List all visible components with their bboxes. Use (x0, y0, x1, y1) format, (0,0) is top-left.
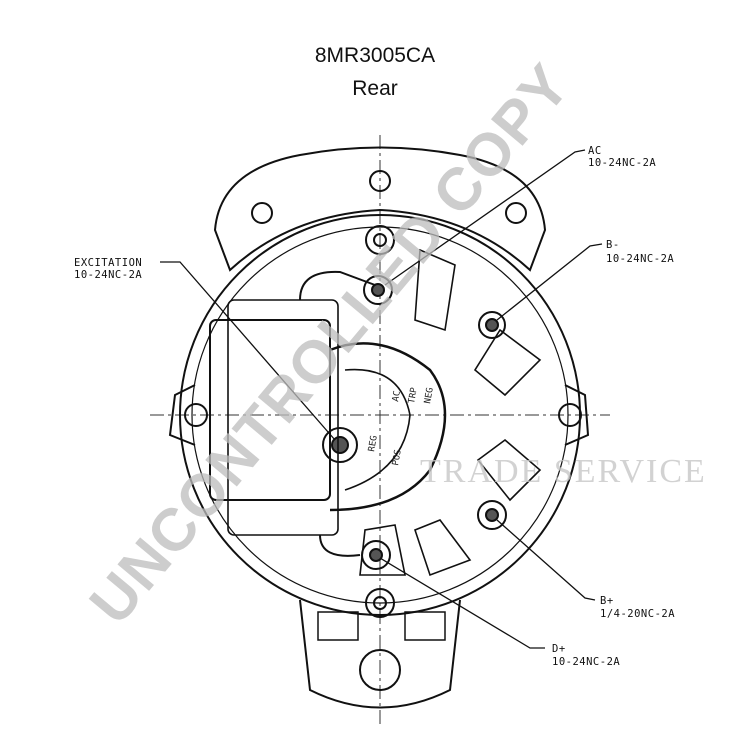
regulator-plate (227, 299, 339, 536)
regulator-marks: AC TRP NEG REG POS (367, 386, 436, 466)
vent-slots (359, 248, 542, 577)
callout-b-plus-spec: 1/4-20NC-2A (600, 608, 675, 620)
left-lug (168, 384, 196, 446)
brush-holder-arc (329, 342, 447, 512)
foot-boss-left (317, 611, 359, 641)
callout-ac-name: AC (588, 145, 602, 157)
mark-ac: AC (391, 390, 403, 402)
top-hole (369, 170, 391, 192)
lead-wire-bottom (319, 534, 361, 557)
callout-excitation-name: EXCITATION (74, 257, 142, 269)
terminal-bolts (322, 225, 507, 618)
brush-holder-inner-arc (344, 368, 411, 491)
diagram-subtitle: Rear (352, 77, 398, 100)
right-lug-hole (558, 403, 582, 427)
foot-boss-right (404, 611, 446, 641)
mark-pos: POS (391, 449, 404, 467)
callout-b-minus-name: B- (606, 239, 620, 251)
top-mounting-ear (213, 146, 547, 272)
mark-neg: NEG (423, 387, 436, 405)
callout-b-minus-spec: 10-24NC-2A (606, 253, 674, 265)
bottom-foot-hole (359, 649, 401, 691)
leader-lines (160, 149, 603, 649)
callout-ac-spec: 10-24NC-2A (588, 157, 656, 169)
background-mark: TRADE SERVICE (420, 453, 707, 490)
callout-d-plus-spec: 10-24NC-2A (552, 656, 620, 668)
right-ear-hole (505, 202, 527, 224)
lead-wire-top (299, 270, 376, 301)
callout-b-plus-name: B+ (600, 595, 614, 607)
callout-excitation-spec: 10-24NC-2A (74, 269, 142, 281)
right-lug (564, 384, 590, 446)
mark-reg: REG (367, 435, 380, 453)
left-lug-hole (184, 403, 208, 427)
left-ear-hole (251, 202, 273, 224)
callout-d-plus-name: D+ (552, 643, 566, 655)
centerlines (150, 135, 610, 725)
diagram-title: 8MR3005CA (314, 44, 436, 67)
regulator-body (209, 319, 331, 501)
bottom-foot (299, 599, 461, 709)
mark-trp: TRP (407, 386, 420, 404)
